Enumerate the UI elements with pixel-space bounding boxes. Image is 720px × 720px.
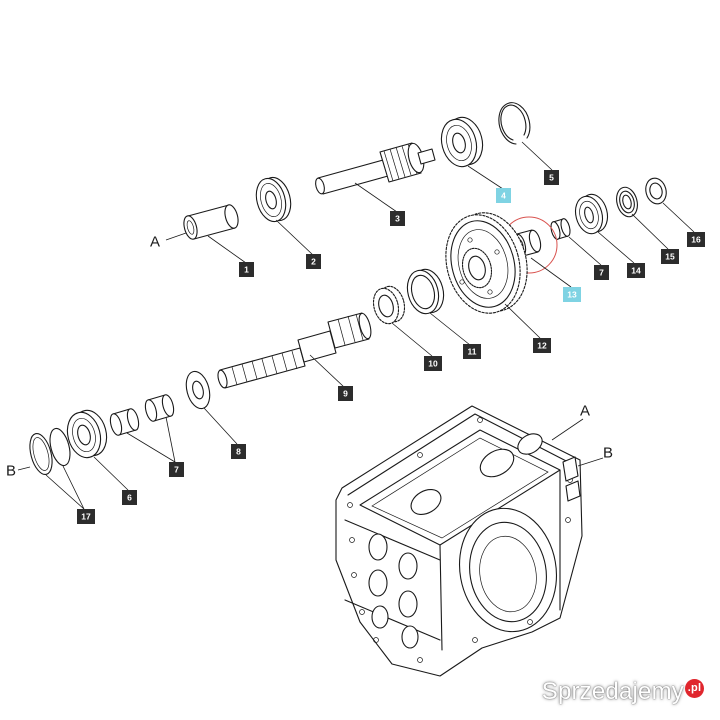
callout-7-lower[interactable]: 7 — [169, 462, 184, 477]
part-6-bearing — [66, 409, 108, 459]
callout-3-label: 3 — [395, 214, 400, 224]
callout-4[interactable]: 4 — [496, 188, 511, 203]
part-2-bearing — [255, 176, 292, 223]
watermark-text: Sprzedajemy — [541, 678, 684, 705]
callout-11-label: 11 — [468, 347, 477, 357]
callout-5[interactable]: 5 — [544, 170, 559, 185]
callout-7-upper[interactable]: 7 — [594, 265, 609, 280]
part-16-washer — [645, 177, 667, 205]
part-4-bearing — [440, 116, 484, 168]
part-1-sleeve — [183, 204, 239, 240]
part-7-bush-upper — [550, 218, 571, 240]
callout-2[interactable]: 2 — [306, 254, 321, 269]
callout-7-lower-label: 7 — [174, 465, 179, 475]
part-11-ring — [406, 268, 445, 315]
letter-b-left: B — [6, 463, 16, 480]
callout-16[interactable]: 16 — [687, 232, 705, 247]
callout-2-label: 2 — [311, 257, 316, 267]
callout-3[interactable]: 3 — [390, 211, 405, 226]
callout-10[interactable]: 10 — [424, 356, 442, 371]
watermark-badge: .pl — [685, 678, 704, 698]
callout-1[interactable]: 1 — [239, 262, 254, 277]
callout-4-label: 4 — [501, 191, 506, 201]
leader-lines — [17, 141, 695, 510]
letter-a-left: A — [150, 234, 160, 251]
part-15-seal — [616, 186, 638, 218]
callout-8[interactable]: 8 — [231, 444, 246, 459]
letter-a-right: A — [580, 403, 590, 420]
callout-7-upper-label: 7 — [599, 268, 604, 278]
callout-13-label: 13 — [567, 290, 577, 300]
gearbox-housing — [335, 405, 583, 677]
callout-17[interactable]: 17 — [77, 509, 95, 524]
callout-16-label: 16 — [691, 235, 701, 245]
part-9-main-shaft — [217, 312, 372, 389]
callout-17-label: 17 — [81, 512, 91, 522]
part-5-snap-ring — [498, 102, 531, 145]
callout-5-label: 5 — [549, 173, 554, 183]
callout-13[interactable]: 13 — [563, 287, 581, 302]
part-8-washer — [185, 370, 211, 410]
callout-6-label: 6 — [127, 493, 132, 503]
callout-14[interactable]: 14 — [627, 263, 645, 278]
callout-11[interactable]: 11 — [463, 344, 481, 359]
watermark-logo: Sprzedajemy.pl — [542, 678, 704, 706]
callout-6[interactable]: 6 — [122, 490, 137, 505]
callout-15-label: 15 — [665, 252, 675, 262]
part-17-rings — [29, 427, 71, 475]
part-12-gear — [445, 212, 528, 314]
callout-12[interactable]: 12 — [533, 338, 551, 353]
part-3-pinion-shaft — [315, 142, 436, 195]
part-14-bearing — [574, 193, 609, 235]
callout-12-label: 12 — [537, 341, 547, 351]
letter-b-right: B — [603, 445, 613, 462]
callout-15[interactable]: 15 — [661, 249, 679, 264]
callout-1-label: 1 — [244, 265, 249, 275]
callout-8-label: 8 — [236, 447, 241, 457]
callout-9-label: 9 — [343, 389, 348, 399]
callout-14-label: 14 — [631, 266, 641, 276]
part-7-bushes-lower — [109, 394, 175, 436]
callout-10-label: 10 — [428, 359, 438, 369]
part-10-needle-bearing — [372, 285, 406, 325]
callout-9[interactable]: 9 — [338, 386, 353, 401]
